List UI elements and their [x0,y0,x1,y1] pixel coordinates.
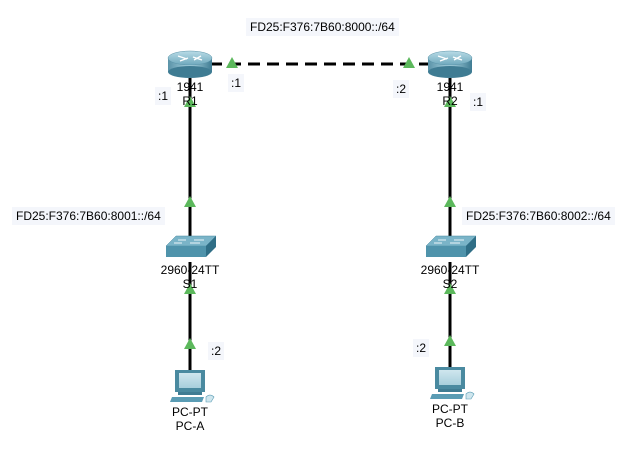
device-name: PC-B [435,416,465,430]
link-status-up-icon [444,335,456,346]
interface-label-r1-lan: :1 [155,87,172,105]
link-status-up-icon [226,57,238,68]
link-status-up-icon [444,196,456,207]
interface-label-pcb: :2 [413,339,430,357]
device-model: PC-PT [172,405,208,419]
device-label-s1: 2960-24TT S1 [150,263,230,291]
pc-a-icon[interactable] [170,370,215,403]
network-label-lan-a: FD25:F376:7B60:8001::/64 [12,207,165,225]
router-r1-icon[interactable] [167,50,213,78]
device-model: 1941 [176,80,204,94]
device-label-pca: PC-PT PC-A [160,405,220,433]
link-status-up-icon [444,96,456,107]
device-model: PC-PT [432,402,468,416]
interface-label-r1-wan: :1 [228,74,245,92]
device-name: PC-A [175,419,205,433]
device-label-r1: 1941 R1 [160,80,220,108]
link-status-up-icon [444,283,456,294]
switch-s2-icon[interactable] [425,235,477,257]
device-name: R2 [442,94,458,108]
device-label-pcb: PC-PT PC-B [420,402,480,430]
device-label-s2: 2960-24TT S2 [410,263,490,291]
link-status-up-icon [184,96,196,107]
device-model: 1941 [436,80,464,94]
link-status-up-icon [184,196,196,207]
device-model: 2960-24TT [160,263,220,277]
device-name: S1 [182,277,198,291]
interface-label-r2-lan: :1 [470,93,487,111]
device-label-r2: 1941 R2 [420,80,480,108]
device-name: S2 [442,277,458,291]
device-name: R1 [182,94,198,108]
network-label-lan-b: FD25:F376:7B60:8002::/64 [462,207,615,225]
link-status-up-icon [403,57,415,68]
router-r2-icon[interactable] [427,50,473,78]
link-status-up-icon [184,338,196,349]
network-label-r1-r2: FD25:F376:7B60:8000::/64 [246,18,399,36]
pc-b-icon[interactable] [430,367,475,400]
device-model: 2960-24TT [420,263,480,277]
interface-label-pca: :2 [208,342,225,360]
switch-s1-icon[interactable] [165,235,217,257]
link-status-up-icon [184,283,196,294]
interface-label-r2-wan: :2 [393,80,410,98]
